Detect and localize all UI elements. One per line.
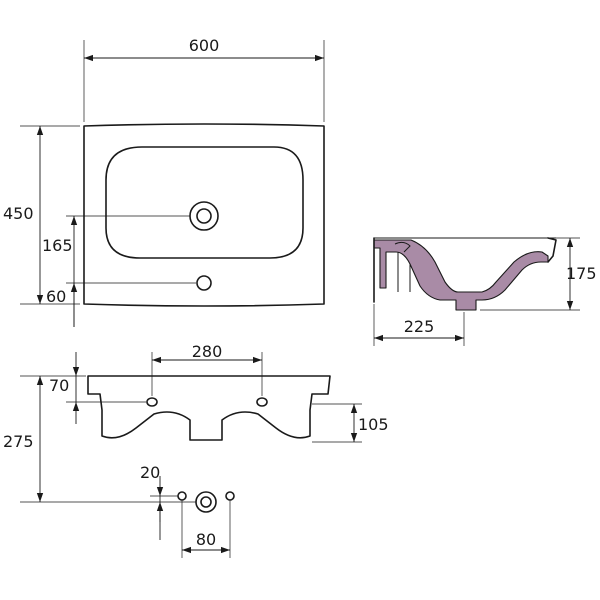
dim-label-bowl-depth: 225 xyxy=(404,317,435,336)
dim-label-bracket-spacing: 80 xyxy=(196,530,216,549)
dim-label-fixing-top: 70 xyxy=(49,376,69,395)
dim-label-fixing-spacing: 280 xyxy=(192,342,223,361)
section-inner-wall xyxy=(397,252,411,292)
bracket-bolt-left xyxy=(177,491,187,501)
dim-label-overall-depth: 450 xyxy=(3,204,34,223)
dim-label-bowl-height: 175 xyxy=(566,264,597,283)
section-right-lip xyxy=(547,237,557,263)
section-hatch xyxy=(373,239,549,311)
dim-label-tap-hole: 165 xyxy=(42,236,73,255)
dim-label-bracket-offset: 20 xyxy=(140,463,160,482)
dim-label-total-height: 275 xyxy=(3,432,34,451)
dim-label-overflow: 60 xyxy=(46,287,66,306)
top-view xyxy=(83,123,325,307)
overflow-hole xyxy=(196,275,212,291)
front-view-dimensions: 280 70 275 105 xyxy=(3,342,389,503)
fixing-hole-right xyxy=(256,397,268,407)
side-section-dimensions: 175 225 xyxy=(373,237,597,346)
tap-hole-outer xyxy=(189,201,219,231)
basin-outline-front xyxy=(87,375,331,441)
waste-outlet-outer xyxy=(195,491,217,513)
front-view xyxy=(87,375,331,441)
fixing-hole-left xyxy=(146,397,158,407)
bracket-bolt-right xyxy=(225,491,235,501)
basin-outline-top xyxy=(83,123,325,307)
tap-hole-inner xyxy=(196,208,212,224)
dim-label-overall-width: 600 xyxy=(189,36,220,55)
top-view-dimensions: 600 450 165 60 xyxy=(3,36,325,327)
section-overflow-channel xyxy=(394,241,411,253)
waste-outlet-inner xyxy=(200,496,212,508)
bowl-outline-top xyxy=(105,146,304,259)
bracket-detail: 20 80 xyxy=(140,463,235,558)
dim-label-waste-height: 105 xyxy=(358,415,389,434)
side-section-view xyxy=(373,237,557,311)
